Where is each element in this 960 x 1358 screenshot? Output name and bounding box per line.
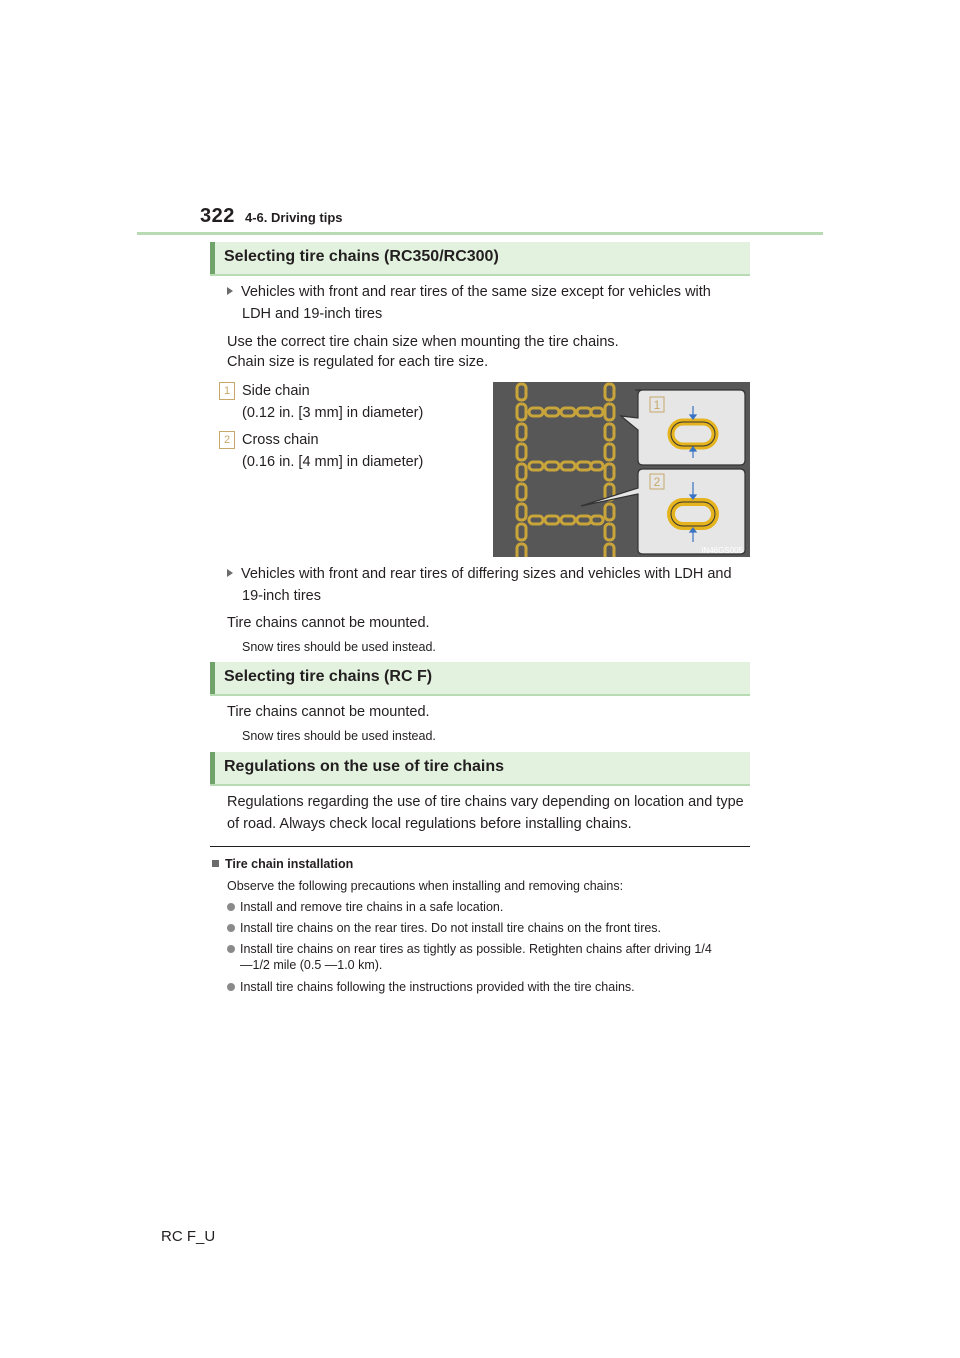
square-bullet-icon <box>212 860 219 867</box>
heading-accent-bar <box>210 662 215 694</box>
cross-chain-3 <box>527 514 605 526</box>
triangle-bullet-icon <box>227 287 233 295</box>
item-cross-chain-title: Cross chain <box>242 432 319 448</box>
regulations-line2: of road. Always check local regulations … <box>227 816 632 832</box>
bullet-differing-sizes-line2: 19-inch tires <box>242 588 321 604</box>
tire-chain-illustration: 1 2 IN46GS005 <box>493 382 750 557</box>
header-rule <box>137 232 823 235</box>
callout-number-1: 1 <box>654 398 661 412</box>
bullet-same-size: Vehicles with front and rear tires of th… <box>227 281 711 303</box>
note-item: Install tire chains on rear tires as tig… <box>227 941 712 957</box>
figure-code: IN46GS005 <box>701 546 743 555</box>
heading-text: Regulations on the use of tire chains <box>224 758 505 775</box>
item-side-chain-title: Side chain <box>242 383 310 399</box>
notes-intro: Observe the following precautions when i… <box>227 879 624 893</box>
item-number-badge: 2 <box>219 431 235 449</box>
triangle-bullet-icon <box>227 569 233 577</box>
paragraph-cannot-mount: Tire chains cannot be mounted. <box>227 615 430 631</box>
heading-rc350-rc300: Selecting tire chains (RC350/RC300) <box>210 242 750 276</box>
item-cross-chain-detail: (0.16 in. [4 mm] in diameter) <box>242 454 424 470</box>
paragraph-regulated: Chain size is regulated for each tire si… <box>227 354 489 370</box>
dot-bullet-icon <box>227 945 235 953</box>
dot-bullet-icon <box>227 924 235 932</box>
note-rcf-snow-tires: Snow tires should be used instead. <box>242 729 436 743</box>
cross-chain-1 <box>527 406 605 418</box>
page-number: 322 <box>200 205 235 227</box>
heading-text: Selecting tire chains (RC F) <box>224 668 433 685</box>
bullet-same-size-line2: LDH and 19-inch tires <box>242 306 383 322</box>
notes-divider <box>210 846 750 847</box>
heading-text: Selecting tire chains (RC350/RC300) <box>224 248 499 265</box>
notes-title: Tire chain installation <box>212 857 353 871</box>
note-snow-tires: Snow tires should be used instead. <box>242 640 436 654</box>
paragraph-chain-size: Use the correct tire chain size when mou… <box>227 334 619 350</box>
note-item: Install and remove tire chains in a safe… <box>227 899 503 915</box>
regulations-line1: Regulations regarding the use of tire ch… <box>227 794 744 810</box>
paragraph-rcf-cannot-mount: Tire chains cannot be mounted. <box>227 704 430 720</box>
heading-accent-bar <box>210 242 215 274</box>
side-chain-right <box>603 382 616 557</box>
footer-model: RC F_U <box>161 1228 216 1245</box>
heading-accent-bar <box>210 752 215 784</box>
heading-regulations: Regulations on the use of tire chains <box>210 752 750 786</box>
heading-rc-f: Selecting tire chains (RC F) <box>210 662 750 696</box>
dot-bullet-icon <box>227 983 235 991</box>
item-number-badge: 1 <box>219 382 235 400</box>
bullet-differing-sizes: Vehicles with front and rear tires of di… <box>227 563 732 585</box>
side-chain-left <box>515 382 528 557</box>
dot-bullet-icon <box>227 903 235 911</box>
item-side-chain-detail: (0.12 in. [3 mm] in diameter) <box>242 405 424 421</box>
note-item-continuation: —1/2 mile (0.5 —1.0 km). <box>240 958 383 972</box>
callout-number-2: 2 <box>654 475 661 489</box>
cross-chain-2 <box>527 460 605 472</box>
tire-chain-image: 1 2 IN46GS005 <box>493 382 750 557</box>
note-item: Install tire chains following the instru… <box>227 979 635 995</box>
note-item: Install tire chains on the rear tires. D… <box>227 920 661 936</box>
section-title: 4-6. Driving tips <box>245 210 343 225</box>
